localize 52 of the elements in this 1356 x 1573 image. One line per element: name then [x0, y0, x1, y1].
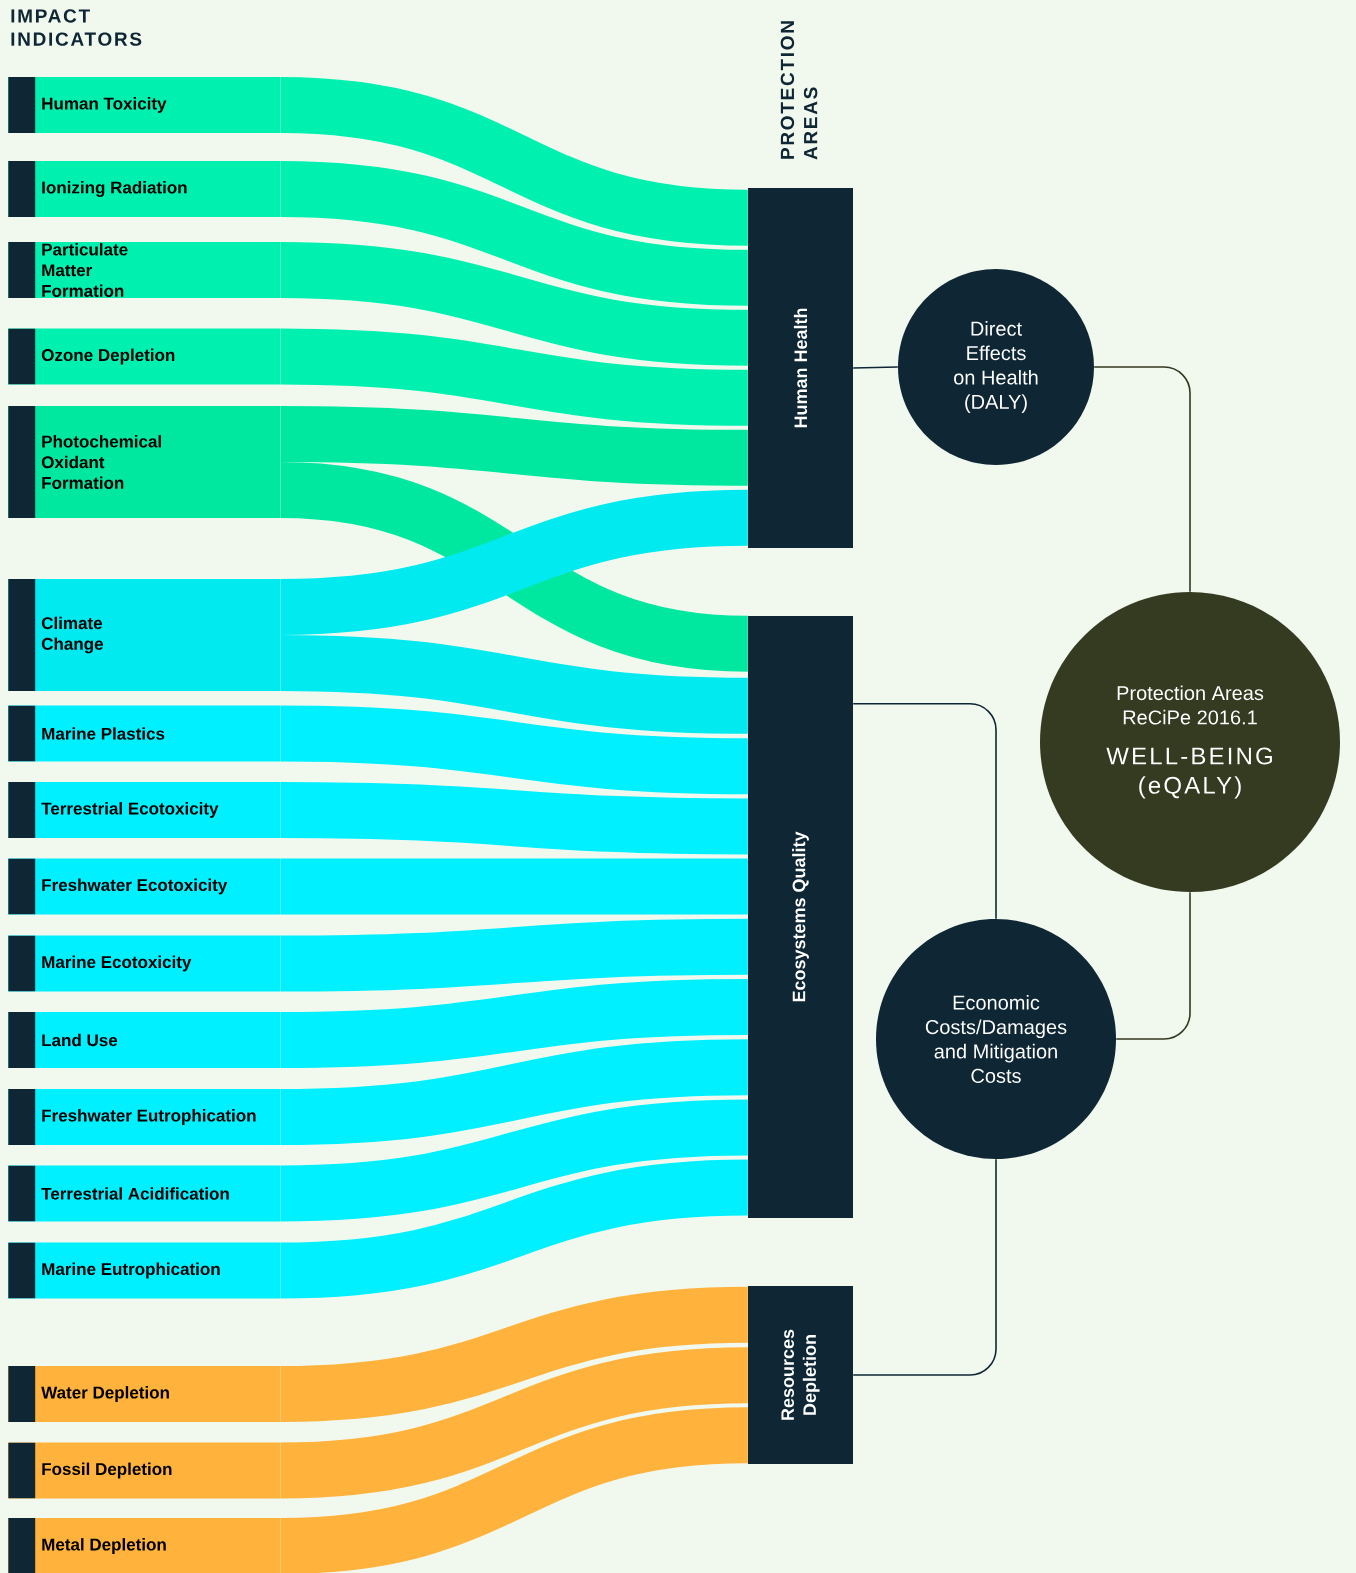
indicator-bar: Water Depletion [8, 1366, 281, 1422]
indicator-bar: Ionizing Radiation [8, 161, 281, 217]
node-label: Freshwater Ecotoxicity [42, 878, 228, 895]
node-label: Particulate Matter Formation [42, 243, 128, 297]
connector-line [1093, 366, 1191, 593]
indicator-bar: Freshwater Eutrophication [8, 1089, 281, 1145]
indicator-bar: Marine Eutrophication [8, 1242, 281, 1299]
node-label: Land Use [42, 1033, 118, 1047]
protection-area-box: Human Health [748, 188, 853, 548]
indicator-bar: Climate Change [8, 579, 281, 691]
connector-line [852, 1158, 997, 1376]
circle-node: Economic Costs/Damages and Mitigation Costs [876, 919, 1116, 1159]
node-label: Ozone Depletion [41, 348, 175, 365]
indicator-bar: Fossil Depletion [8, 1442, 281, 1499]
indicator-bar: Freshwater Ecotoxicity [8, 858, 281, 915]
circle-node: Direct Effects on Health (DALY) [898, 269, 1094, 465]
indicator-bar: Land Use [8, 1012, 281, 1068]
indicator-bar: Marine Plastics [8, 705, 281, 762]
indicator-bar: Terrestrial Ecotoxicity [8, 782, 281, 838]
connector-line [852, 703, 997, 920]
node-label: Human Toxicity [42, 97, 167, 113]
flow-band [279, 1347, 749, 1499]
indicator-bar: Ozone Depletion [8, 328, 281, 385]
flow-band [279, 1407, 749, 1573]
flow-band [279, 1286, 749, 1422]
column-heading: PROTECTION AREAS [780, 21, 818, 160]
protection-area-box: Resources Depletion [748, 1286, 853, 1464]
column-heading: IMPACT INDICATORS [11, 9, 142, 46]
circle-node: Protection Areas ReCiPe 2016.1 WELL-BEING (eQALY) [1040, 592, 1340, 892]
node-label: Photochemical Oxidant Formation [41, 435, 161, 489]
node-label: Marine Eutrophication [42, 1262, 220, 1279]
node-label: Terrestrial Ecotoxicity [41, 802, 219, 818]
protection-area-box: Ecosystems Quality [748, 616, 853, 1218]
connector-line [1115, 891, 1191, 1040]
node-label: Terrestrial Acidification [41, 1187, 229, 1200]
flow-band [280, 406, 749, 486]
indicator-bar: Marine Ecotoxicity [8, 935, 281, 992]
node-label: Water Depletion [41, 1386, 169, 1402]
indicator-bar: Particulate Matter Formation [8, 242, 281, 298]
node-label: Marine Ecotoxicity [42, 955, 192, 972]
node-label: Freshwater Eutrophication [42, 1109, 256, 1125]
indicator-bar: Human Toxicity [8, 77, 281, 133]
node-label: Metal Depletion [42, 1538, 166, 1554]
node-label: Marine Plastics [42, 727, 165, 740]
indicator-bar: Photochemical Oxidant Formation [8, 406, 281, 518]
node-label: Ionizing Radiation [42, 181, 187, 197]
indicator-bar: Terrestrial Acidification [8, 1165, 281, 1222]
indicator-bar: Metal Depletion [8, 1518, 281, 1573]
connector-line [852, 366, 899, 369]
flow-band [279, 1159, 749, 1299]
node-label: Climate Change [41, 616, 103, 654]
node-label: Fossil Depletion [42, 1462, 172, 1479]
